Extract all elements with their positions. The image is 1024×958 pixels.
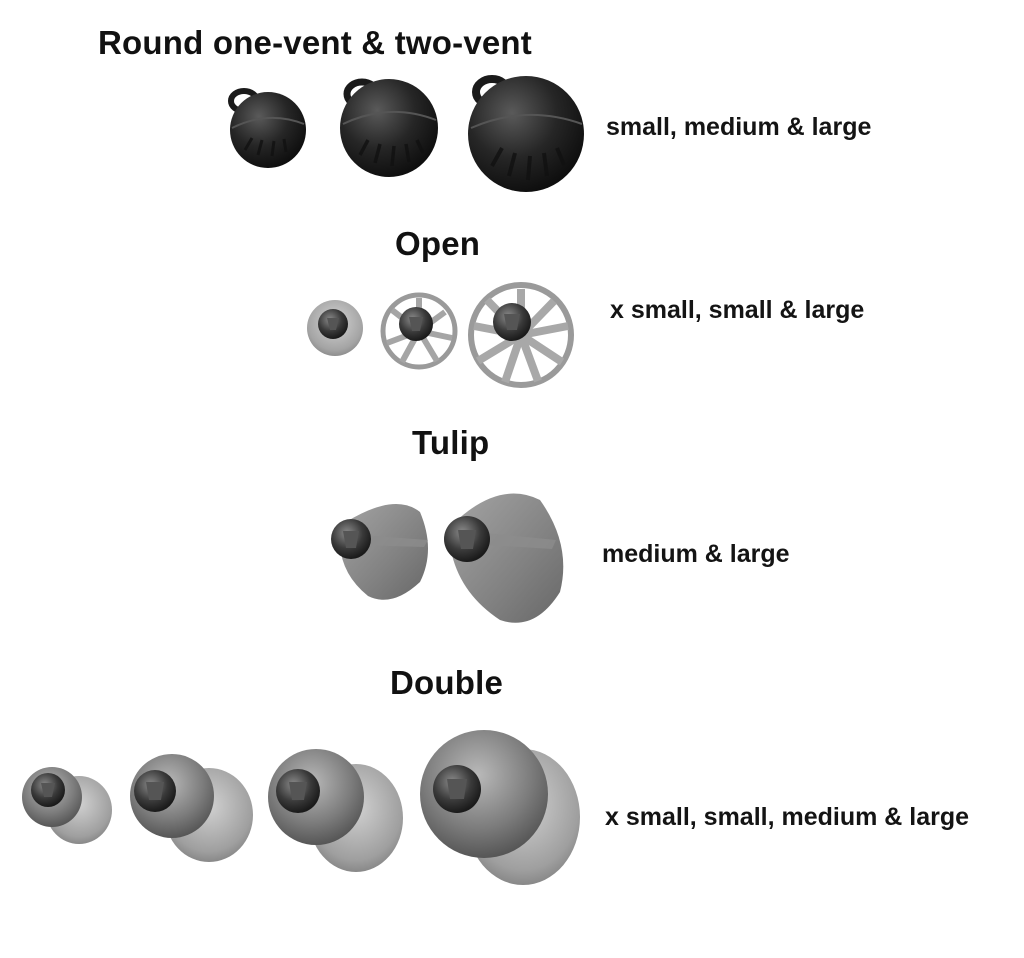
tulip-dome-icon	[331, 493, 564, 623]
sizes-label-double: x small, small, medium & large	[605, 803, 970, 831]
section-title-round: Round one-vent & two-vent	[98, 24, 532, 61]
round-dome-icon	[228, 75, 584, 192]
sizes-label-round: small, medium & large	[606, 113, 872, 141]
sizes-label-open: x small, small & large	[610, 296, 865, 324]
sizes-label-tulip: medium & large	[602, 540, 790, 568]
section-title-double: Double	[390, 664, 504, 701]
section-title-open: Open	[395, 225, 481, 262]
double-dome-icon	[22, 730, 580, 885]
section-title-tulip: Tulip	[412, 424, 490, 461]
open-dome-icon	[307, 282, 574, 388]
